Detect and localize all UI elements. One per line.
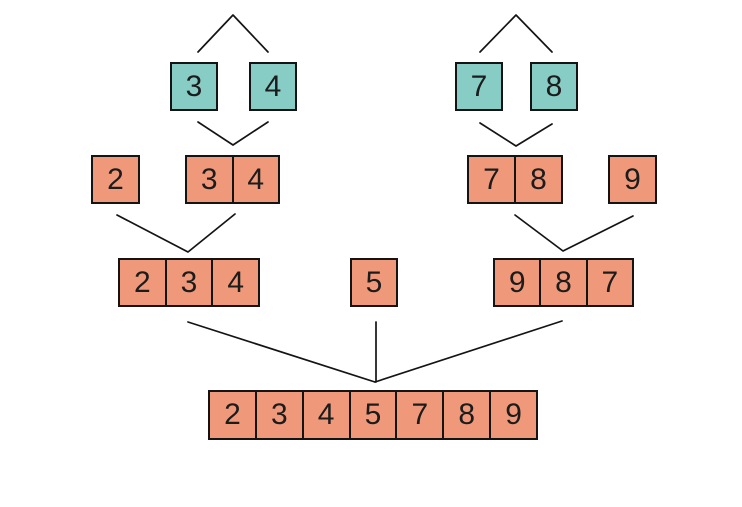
array-cell: 4 [211,260,258,305]
array-box-9: 9 [608,155,657,204]
array-box-merged: 2 3 4 5 7 8 9 [208,390,538,440]
array-cell: 8 [514,157,561,202]
split-line-top-right [479,14,553,53]
merge-line-right-to-final [374,320,563,383]
array-cell: 4 [231,157,279,202]
array-box-9-8-7: 9 8 7 [493,258,634,307]
merge-line-7-8 [479,122,553,147]
array-box-2: 2 [91,155,140,204]
leaf-box-4: 4 [249,62,297,111]
array-cell: 2 [133,265,151,299]
split-line-top-left [197,14,269,53]
array-box-2-3-4: 2 3 4 [118,258,260,307]
array-cell: 8 [442,392,489,438]
merge-line-3-4 [197,121,269,146]
array-cell: 2 [224,398,241,431]
array-cell: 7 [585,260,632,305]
array-box-7-8: 7 8 [467,155,563,204]
array-cell: 3 [254,392,302,438]
array-cell: 3 [164,260,212,305]
array-cell: 7 [483,162,500,196]
leaf-box-8: 8 [530,62,578,111]
leaf-box-7: 7 [455,62,503,111]
array-box-5: 5 [350,258,398,307]
array-cell: 9 [489,392,536,438]
array-cell: 9 [508,265,526,299]
array-cell: 5 [348,392,396,438]
array-cell: 8 [539,260,585,305]
merge-line-2-34 [116,213,236,253]
leaf-box-3: 3 [170,62,218,111]
array-cell: 3 [200,162,218,196]
array-box-3-4: 3 4 [185,155,280,204]
array-cell: 4 [301,392,349,438]
merge-line-left-to-final [187,321,376,383]
array-cell: 7 [395,392,442,438]
merge-line-78-9 [514,214,634,252]
